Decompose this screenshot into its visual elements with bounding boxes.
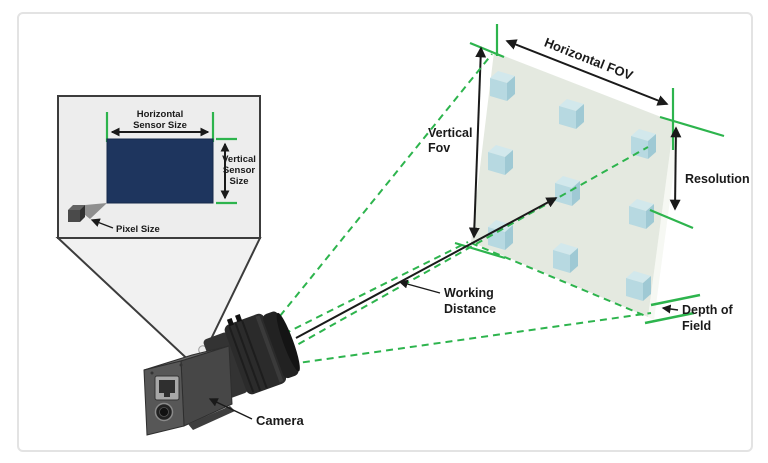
ray-bottom-right (290, 312, 652, 365)
resolution-arrow (669, 126, 682, 211)
ray-bottom-left (283, 241, 469, 335)
cube-r2c3 (629, 199, 654, 229)
ethernet-port-icon (154, 375, 180, 401)
board-bottom-edge-dash (470, 242, 649, 318)
resolution-label: Resolution (685, 172, 750, 186)
sensor-inset: Horizontal Sensor Size Vertical Sensor S… (55, 95, 262, 370)
pixel-size-pointer (90, 218, 114, 229)
pixel-cube (68, 205, 85, 222)
bl-diagonal-tick (454, 241, 506, 260)
camera (143, 311, 300, 436)
cube-r3c3 (626, 271, 651, 301)
vertical-fov-label: Vertical (428, 126, 472, 140)
round-connector-icon (154, 402, 174, 422)
fov-rays (279, 53, 652, 365)
horizontal-fov-arrow (505, 39, 669, 106)
vertical-fov-arrow (468, 46, 487, 239)
depth-of-field-pointer (661, 304, 679, 314)
pixel-size-label: Pixel Size (116, 224, 160, 235)
ray-top-left (279, 53, 493, 317)
vertical-sensor-size-label3: Size (229, 176, 248, 187)
camera-foot (188, 406, 235, 430)
working-distance-line (295, 197, 558, 339)
cube-r1c2 (559, 99, 584, 129)
working-distance-pointer (398, 279, 441, 294)
depth-of-field-label2: Field (682, 319, 711, 333)
corner-ticks (454, 24, 725, 325)
ray-optical-axis (287, 146, 649, 351)
camera-pointer (208, 398, 253, 420)
vertical-sensor-size-label: Vertical (222, 154, 256, 165)
lens-front-element (276, 312, 300, 372)
cube-r1c1 (490, 71, 515, 101)
cube-r2c1 (488, 145, 513, 175)
cube-r3c2 (553, 243, 578, 273)
dof-lower-line (644, 311, 695, 325)
vertical-fov-label2: Fov (428, 141, 450, 155)
sensor-rect (106, 138, 214, 204)
tr-diagonal-tick (659, 115, 725, 138)
tl-diagonal-tick (469, 41, 505, 59)
dof-upper-line (650, 293, 701, 307)
horizontal-sensor-size-label: Horizontal (137, 109, 183, 120)
cube-r2c2 (555, 176, 580, 206)
working-distance-label2: Distance (444, 302, 496, 316)
horizontal-sensor-size-label2: Sensor Size (133, 120, 187, 131)
camera-label: Camera (256, 413, 304, 428)
depth-of-field-label: Depth of (682, 303, 734, 317)
resolution-bottom-tick (649, 208, 694, 230)
vertical-sensor-size-label2: Sensor (223, 165, 256, 176)
working-distance-label: Working (444, 286, 494, 300)
